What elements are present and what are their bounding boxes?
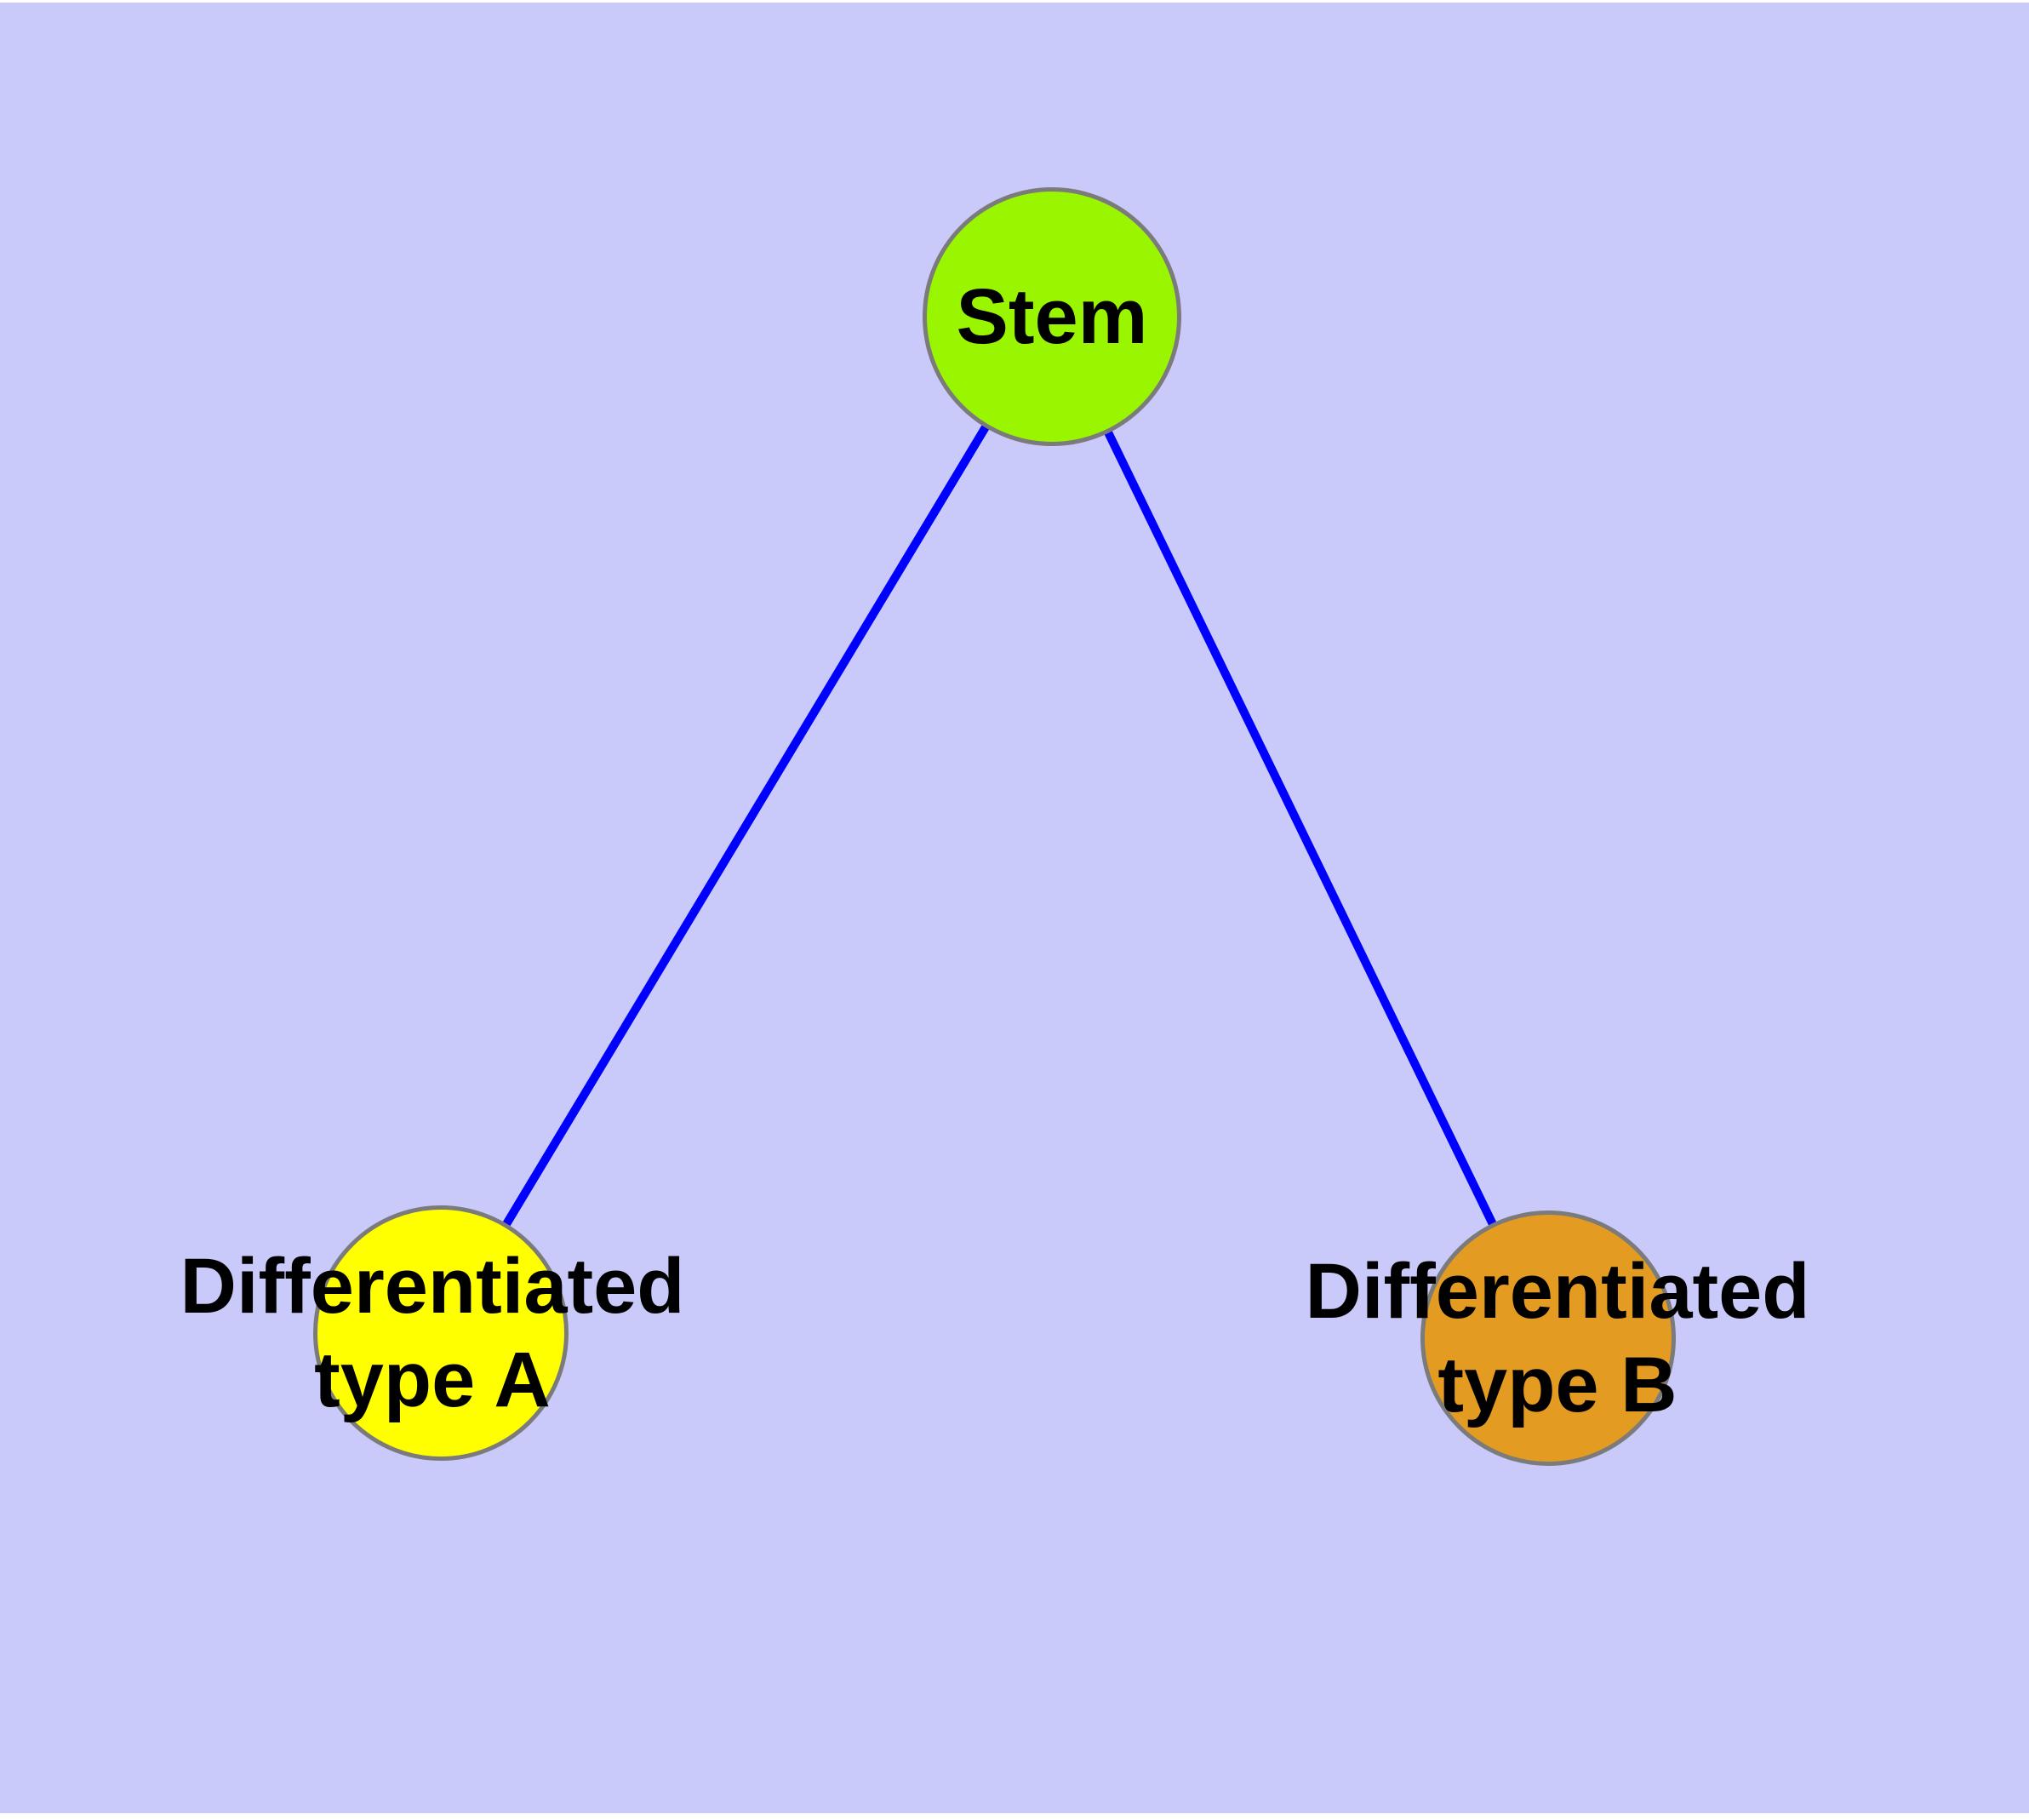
node-differentiated-type-a (313, 1205, 569, 1461)
node-differentiated-type-b (1420, 1210, 1676, 1466)
node-stem (923, 187, 1181, 446)
graph-canvas: Stem Differentiated type A Differentiate… (0, 3, 2029, 1813)
edge-stem-to-type-b (1048, 314, 1552, 1341)
edge-layer (437, 314, 1552, 1341)
node-stem-label: Stem (956, 273, 1148, 360)
node-differentiated-type-b-label: Differentiated type B (1305, 1248, 1810, 1428)
node-differentiated-type-a-label: Differentiated type A (180, 1243, 685, 1423)
edge-stem-to-type-a (437, 314, 1056, 1336)
